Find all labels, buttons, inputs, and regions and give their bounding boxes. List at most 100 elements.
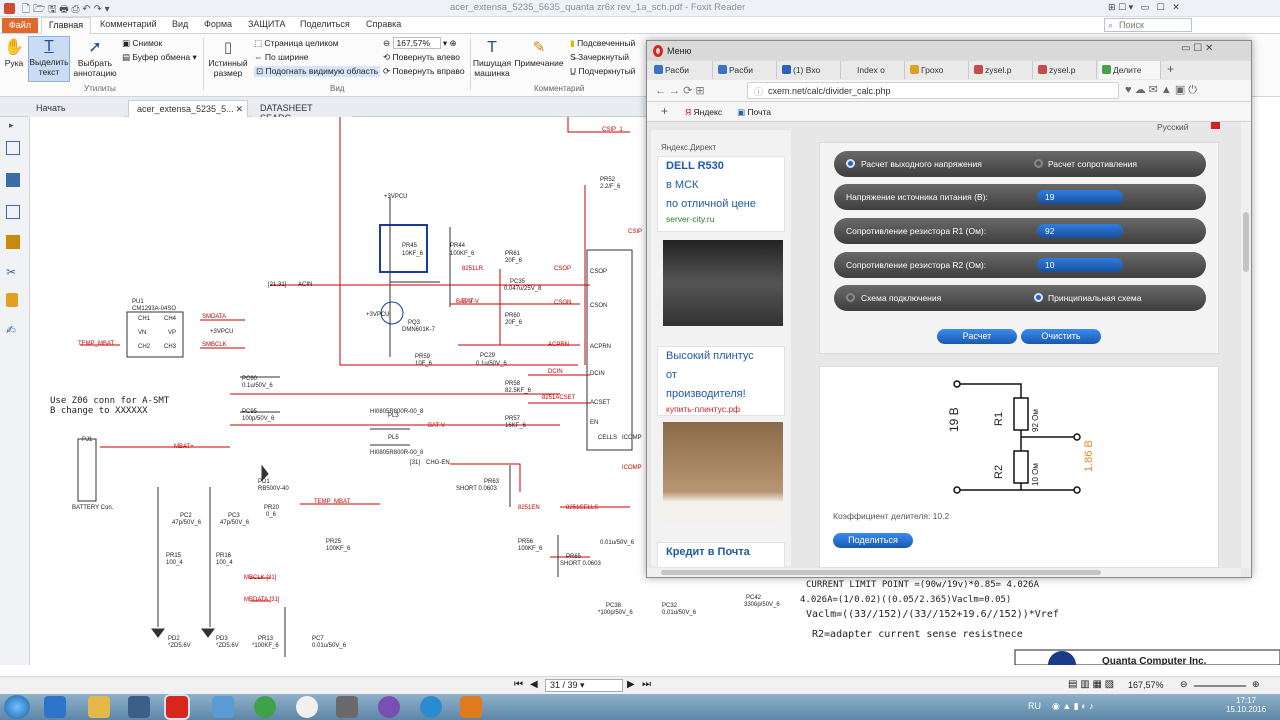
plinth-image[interactable] — [663, 422, 783, 522]
tab-help[interactable]: Справка — [366, 19, 402, 29]
select-text-button[interactable]: T̲ Выделить текст — [28, 36, 70, 82]
fit-page-button[interactable]: ⬚ Страница целиком — [254, 38, 339, 48]
comments-icon[interactable] — [6, 235, 20, 249]
note-button[interactable]: ✎ Примечание — [514, 39, 564, 68]
rotate-right-button[interactable]: ⟳ Повернуть вправо — [383, 66, 465, 76]
browser-tab[interactable]: zysel.p — [971, 61, 1033, 79]
vertical-scrollbar[interactable] — [1241, 122, 1251, 568]
telegram-icon[interactable] — [420, 696, 442, 718]
zoom-out-icon[interactable]: ⊖ — [383, 38, 391, 48]
browser-tab-active[interactable]: Делите — [1099, 61, 1161, 79]
yandex-icon[interactable] — [296, 696, 318, 718]
horizontal-scrollbar[interactable] — [647, 568, 1241, 577]
bookmarks-icon[interactable] — [6, 173, 20, 187]
tab-form[interactable]: Форма — [204, 19, 233, 29]
view-mode-buttons[interactable]: ▤ ▥ ▦ ▧ — [1068, 679, 1115, 690]
underline-button[interactable]: U̲ Подчеркнутый — [570, 66, 636, 76]
signature-icon[interactable]: ✍ — [6, 323, 17, 337]
radio-view-connection[interactable] — [846, 293, 855, 302]
next-page-button[interactable]: ▶ — [627, 679, 635, 690]
page-number-input[interactable]: 31 / 39 ▾ — [545, 679, 623, 692]
explorer-icon[interactable] — [88, 696, 110, 718]
clipboard-button[interactable]: ▤ Буфер обмена ▾ — [122, 52, 197, 62]
browser-tab[interactable]: Грохо — [907, 61, 969, 79]
language-select[interactable]: Русский — [1157, 122, 1189, 132]
zoom-out-icon[interactable]: ⊖ — [1180, 679, 1188, 689]
doc-tab-start[interactable]: Начать — [28, 100, 124, 117]
tab-comment[interactable]: Комментарий — [100, 19, 157, 29]
fit-visible-button[interactable]: ⊡ Подогнать видимую область — [254, 66, 381, 77]
file-tab[interactable]: Файл — [2, 18, 38, 33]
radio-mode-resistance[interactable] — [1034, 159, 1043, 168]
prev-page-button[interactable]: ◀ — [530, 679, 538, 690]
browser-tab[interactable]: (1) Вхо — [779, 61, 841, 79]
browser-tab[interactable]: Расби — [715, 61, 777, 79]
calculate-button[interactable]: Расчет — [937, 329, 1017, 344]
tab-home[interactable]: Главная — [41, 17, 91, 34]
ie-icon[interactable] — [44, 696, 66, 718]
tab-view[interactable]: Вид — [172, 19, 189, 29]
foxit-icon[interactable] — [460, 696, 482, 718]
server-image[interactable] — [663, 240, 783, 326]
tab-share[interactable]: Поделиться — [300, 19, 350, 29]
zoom-in-icon[interactable]: ⊕ — [449, 38, 457, 48]
zoom-control[interactable]: ⊖ 167,57% ▾ ⊕ — [383, 37, 457, 49]
pages-icon[interactable] — [6, 141, 20, 155]
ad-plinth[interactable]: Высокий плинтус от производителя! купить… — [657, 346, 785, 416]
actual-size-button[interactable]: ▯ Истинный размер — [206, 38, 250, 78]
tool-icon[interactable] — [336, 696, 358, 718]
bookmark-yandex[interactable]: Я Яндекс — [685, 107, 723, 117]
bookmark-mail[interactable]: ▣ Почта — [737, 107, 772, 117]
fit-width-button[interactable]: ⇔ По ширине — [254, 52, 309, 62]
ad-credit[interactable]: Кредит в Почта — [657, 542, 785, 568]
doc-tab-datasheet[interactable]: DATASHEET SEARC... — [252, 100, 352, 123]
add-bookmark-icon[interactable]: + — [661, 104, 669, 118]
share-button[interactable]: Поделиться — [833, 533, 913, 548]
close-icon[interactable]: ✕ — [235, 104, 243, 114]
first-page-button[interactable]: ⏮ — [514, 679, 523, 690]
opera-icon[interactable] — [166, 696, 188, 718]
attachment-icon[interactable]: ✂ — [6, 265, 17, 279]
last-page-button[interactable]: ⏭ — [642, 679, 651, 690]
browser-tab[interactable]: Расби — [651, 61, 713, 79]
hand-tool-button[interactable]: ✋ Рука — [4, 39, 24, 68]
radio-view-schematic[interactable] — [1034, 293, 1043, 302]
vin-input[interactable]: 19 — [1037, 190, 1123, 204]
zoom-in-icon[interactable]: ⊕ — [1252, 679, 1260, 689]
scroll-thumb[interactable] — [661, 570, 1101, 575]
select-annotation-button[interactable]: ➚ Выбрать аннотацию — [73, 39, 117, 78]
scroll-thumb[interactable] — [1243, 212, 1249, 272]
app-icon[interactable] — [212, 696, 234, 718]
start-button[interactable] — [4, 695, 30, 719]
window-controls[interactable]: ▭ ☐ ✕ — [1181, 43, 1214, 54]
chrome-icon[interactable] — [254, 696, 276, 718]
clock[interactable]: 17:17 15.10.2016 — [1226, 696, 1267, 714]
strikeout-button[interactable]: S̶ Зачеркнутый — [570, 52, 630, 62]
zoom-slider[interactable] — [1194, 685, 1246, 687]
rotate-left-button[interactable]: ⟲ Повернуть влево — [383, 52, 460, 62]
browser-tab[interactable]: zysel.p — [1035, 61, 1097, 79]
tray-icons[interactable]: ◉ ▲ ▮ ◐ ♪ — [1052, 701, 1094, 711]
ad-dell[interactable]: DELL R530 в МСК по отличной цене server-… — [657, 156, 785, 232]
media-icon[interactable] — [128, 696, 150, 718]
layers-icon[interactable] — [6, 205, 20, 219]
zoom-input[interactable]: 167,57% — [392, 37, 441, 49]
highlight-button[interactable]: ▮ Подсвеченный — [570, 38, 636, 48]
r2-input[interactable]: 10 — [1037, 258, 1123, 272]
opera-menu-button[interactable]: Меню — [667, 46, 692, 56]
dropdown-icon[interactable]: ▾ — [442, 38, 448, 48]
url-field[interactable]: ⓘ cxem.net/calc/divider_calc.php — [747, 82, 1119, 99]
tab-protect[interactable]: ЗАЩИТА — [248, 19, 286, 29]
doc-tab-acer[interactable]: acer_extensa_5235_5...✕ — [128, 100, 248, 117]
viber-icon[interactable] — [378, 696, 400, 718]
radio-mode-output[interactable] — [846, 159, 855, 168]
language-indicator[interactable]: RU — [1028, 701, 1041, 711]
nav-buttons[interactable]: ← → ⟳ ⊞ — [655, 85, 705, 97]
expand-arrow-icon[interactable]: ▸ — [9, 120, 14, 130]
toolbar-extension-icons[interactable]: ♥ ☁ ✉ ▲ ▣ ⏻ — [1125, 84, 1198, 96]
quick-access-icons[interactable]: 🗋 🗁 🖫 🖶 ⎙ ↶ ↷ ▾ — [22, 4, 110, 15]
title-controls[interactable]: ⊞ ☐ ▾ ▭ ☐ ✕ — [1108, 2, 1180, 12]
new-tab-button[interactable]: + — [1167, 62, 1175, 76]
search-box[interactable]: ⌕ Поиск — [1104, 18, 1192, 32]
browser-tab[interactable]: Index o — [843, 61, 905, 79]
